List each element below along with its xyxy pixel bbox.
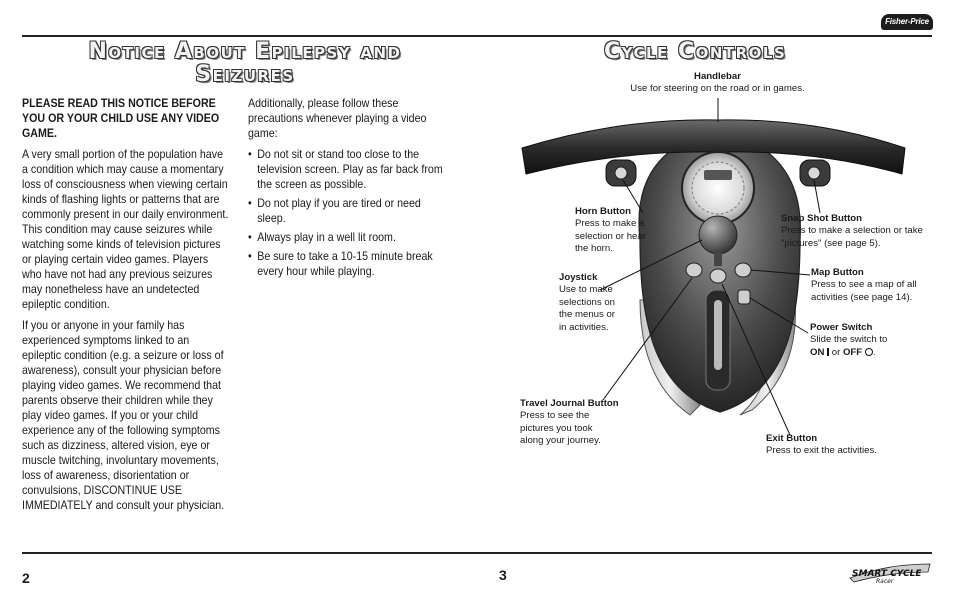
precaution-item: Be sure to take a 10-15 minute break eve… bbox=[248, 249, 450, 279]
cycle-photo bbox=[521, 119, 906, 416]
precautions-list: Do not sit or stand too close to the tel… bbox=[248, 147, 450, 279]
travel-journal-button-dot bbox=[685, 262, 703, 278]
brand-swoosh bbox=[849, 563, 931, 583]
snapshot-button-dot bbox=[807, 166, 821, 180]
joystick-text: Use to make selections on the menus or i… bbox=[559, 284, 615, 333]
horn-heading: Horn Button bbox=[575, 206, 631, 217]
power-off-icon bbox=[864, 347, 873, 356]
precautions-intro: Additionally, please follow these precau… bbox=[248, 97, 427, 140]
speedometer-gauge bbox=[681, 151, 755, 225]
power-switch-dot bbox=[737, 289, 751, 305]
joystick-leader bbox=[599, 239, 703, 291]
power-leader bbox=[749, 297, 809, 334]
center-slot bbox=[714, 300, 722, 370]
journal-leader bbox=[602, 277, 693, 401]
page-number-left: 2 bbox=[22, 570, 30, 586]
snapshot-heading: Snap Shot Button bbox=[781, 213, 862, 224]
handlebar-text: Use for steering on the road or in games… bbox=[630, 83, 805, 95]
exit-text: Press to exit the activities. bbox=[766, 445, 877, 457]
power-heading: Power Switch bbox=[810, 322, 873, 333]
precaution-item: Do not play if you are tired or need sle… bbox=[248, 196, 450, 226]
horn-button-dot bbox=[614, 166, 628, 180]
power-on-label: ON bbox=[810, 346, 825, 358]
page-number-right: 3 bbox=[499, 567, 507, 583]
brand-logo-subtext: Racer bbox=[876, 578, 894, 584]
bottom-rule bbox=[22, 552, 932, 554]
map-button-dot bbox=[734, 262, 752, 278]
precaution-item: Do not sit or stand too close to the tel… bbox=[248, 147, 450, 192]
map-text: Press to see a map of all activities (se… bbox=[811, 279, 917, 303]
brand-logo-text: SMART CYCLE bbox=[852, 569, 922, 579]
notice-lead: PLEASE READ THIS NOTICE BEFORE YOU OR YO… bbox=[22, 97, 220, 140]
callout-lines bbox=[599, 98, 821, 436]
horn-leader bbox=[622, 179, 644, 214]
journal-text: Press to see the pictures you took along… bbox=[520, 410, 601, 447]
joystick-callout: Joystick Use to make selections on the m… bbox=[559, 272, 625, 334]
exit-heading: Exit Button bbox=[766, 433, 818, 444]
notice-paragraph-2: If you or anyone in your family has expe… bbox=[22, 319, 225, 512]
joystick-knob bbox=[698, 215, 738, 255]
joystick-heading: Joystick bbox=[559, 272, 598, 283]
map-leader bbox=[750, 269, 811, 276]
smart-cycle-racer-logo: SMART CYCLE Racer bbox=[849, 563, 931, 584]
exit-center-button-dot bbox=[709, 268, 727, 284]
power-or-label: or bbox=[831, 346, 841, 358]
exit-button-callout: Exit Button Press to exit the activities… bbox=[766, 433, 916, 458]
power-switch-callout: Power Switch Slide the switch to ON or O… bbox=[810, 322, 938, 359]
handlebar-callout: Handlebar Use for steering on the road o… bbox=[610, 71, 825, 96]
gauge-ring bbox=[691, 161, 745, 215]
handlebar-heading: Handlebar bbox=[694, 71, 741, 82]
joystick-stem bbox=[714, 252, 722, 266]
top-rule bbox=[22, 35, 932, 37]
travel-journal-callout: Travel Journal Button Press to see the p… bbox=[520, 398, 630, 448]
epilepsy-notice-title: Notice About Epilepsy and Seizures bbox=[88, 39, 402, 87]
power-states: ON or OFF . bbox=[810, 346, 876, 358]
power-off-label: OFF bbox=[842, 346, 863, 358]
notice-paragraph-1: A very small portion of the population h… bbox=[22, 148, 229, 311]
map-button-callout: Map Button Press to see a map of all act… bbox=[811, 267, 939, 304]
fisher-price-logo: Fisher-Price bbox=[881, 14, 933, 30]
handlebar bbox=[521, 119, 906, 175]
precaution-item: Always play in a well lit room. bbox=[248, 230, 450, 245]
horn-text: Press to make a selection or hear the ho… bbox=[575, 218, 646, 255]
power-text: Slide the switch to bbox=[810, 334, 888, 346]
exit-leader bbox=[721, 283, 791, 436]
journal-heading: Travel Journal Button bbox=[520, 398, 619, 409]
snapshot-leader bbox=[813, 179, 821, 214]
snapshot-text: Press to make a selection or take "pictu… bbox=[781, 225, 923, 249]
notice-column-2: Additionally, please follow these precau… bbox=[248, 96, 450, 283]
power-on-icon bbox=[827, 347, 830, 356]
notice-column-1: PLEASE READ THIS NOTICE BEFORE YOU OR YO… bbox=[22, 96, 229, 519]
horn-button-callout: Horn Button Press to make a selection or… bbox=[575, 206, 649, 256]
snapshot-button-callout: Snap Shot Button Press to make a selecti… bbox=[781, 213, 939, 250]
cycle-controls-title: Cycle Controls bbox=[604, 39, 787, 64]
map-heading: Map Button bbox=[811, 267, 864, 278]
gauge-display bbox=[704, 170, 732, 180]
